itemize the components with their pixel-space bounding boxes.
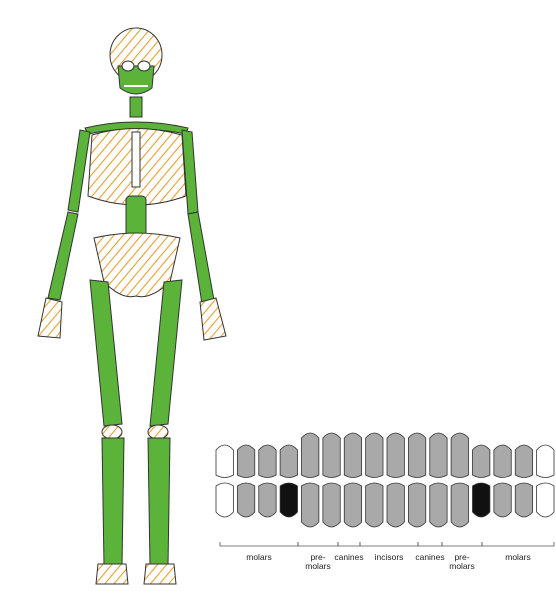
upper-tooth	[494, 445, 511, 478]
upper-tooth	[515, 445, 532, 478]
upper-tooth	[387, 433, 404, 478]
left-femur	[90, 280, 122, 426]
lower-tooth	[344, 483, 361, 527]
lower-tooth	[515, 483, 532, 517]
lower-tooth	[366, 483, 383, 527]
lower-tooth	[323, 483, 340, 527]
right-forearm	[188, 212, 214, 304]
left-tibia	[102, 438, 124, 566]
upper-tooth	[216, 445, 233, 478]
lower-tooth	[430, 483, 447, 527]
label-canines-right: canines	[415, 552, 444, 562]
upper-tooth	[473, 445, 490, 478]
lower-teeth-row	[216, 483, 554, 527]
spine	[126, 196, 146, 238]
label-molars-left: molars	[246, 552, 272, 562]
upper-tooth	[408, 433, 425, 478]
right-patella	[148, 425, 168, 439]
label-incisors: incisors	[375, 552, 404, 562]
lower-tooth	[237, 483, 254, 517]
left-foot	[96, 564, 128, 584]
left-hand	[38, 298, 62, 338]
label-premolars-right-2: molars	[449, 561, 475, 571]
left-humerus	[68, 130, 90, 212]
upper-tooth	[451, 433, 468, 478]
left-forearm	[48, 212, 78, 300]
lower-tooth	[451, 483, 468, 527]
upper-tooth	[537, 445, 554, 478]
right-tibia	[148, 438, 170, 566]
sternum	[132, 132, 140, 187]
right-hand	[200, 298, 226, 340]
teeth-chart: molars pre- molars canines incisors cani…	[214, 420, 556, 599]
upper-tooth	[259, 445, 276, 478]
label-canines-left: canines	[334, 552, 363, 562]
lower-tooth	[259, 483, 276, 517]
lower-tooth	[473, 483, 490, 517]
upper-tooth	[344, 433, 361, 478]
left-patella	[102, 425, 122, 439]
upper-tooth	[323, 433, 340, 478]
lower-tooth	[280, 483, 297, 517]
upper-tooth	[366, 433, 383, 478]
upper-tooth	[280, 445, 297, 478]
lower-tooth	[494, 483, 511, 517]
upper-tooth	[430, 433, 447, 478]
lower-tooth	[537, 483, 554, 517]
label-molars-right: molars	[505, 552, 531, 562]
right-femur	[150, 280, 182, 426]
upper-tooth	[302, 433, 319, 478]
right-foot	[144, 564, 176, 584]
skull	[110, 28, 162, 94]
neck	[130, 97, 142, 117]
lower-tooth	[387, 483, 404, 527]
upper-tooth	[237, 445, 254, 478]
lower-tooth	[216, 483, 233, 517]
label-premolars-left-2: molars	[305, 561, 331, 571]
upper-teeth-row	[216, 433, 554, 478]
lower-tooth	[302, 483, 319, 527]
label-brackets	[220, 542, 554, 546]
lower-tooth	[408, 483, 425, 527]
